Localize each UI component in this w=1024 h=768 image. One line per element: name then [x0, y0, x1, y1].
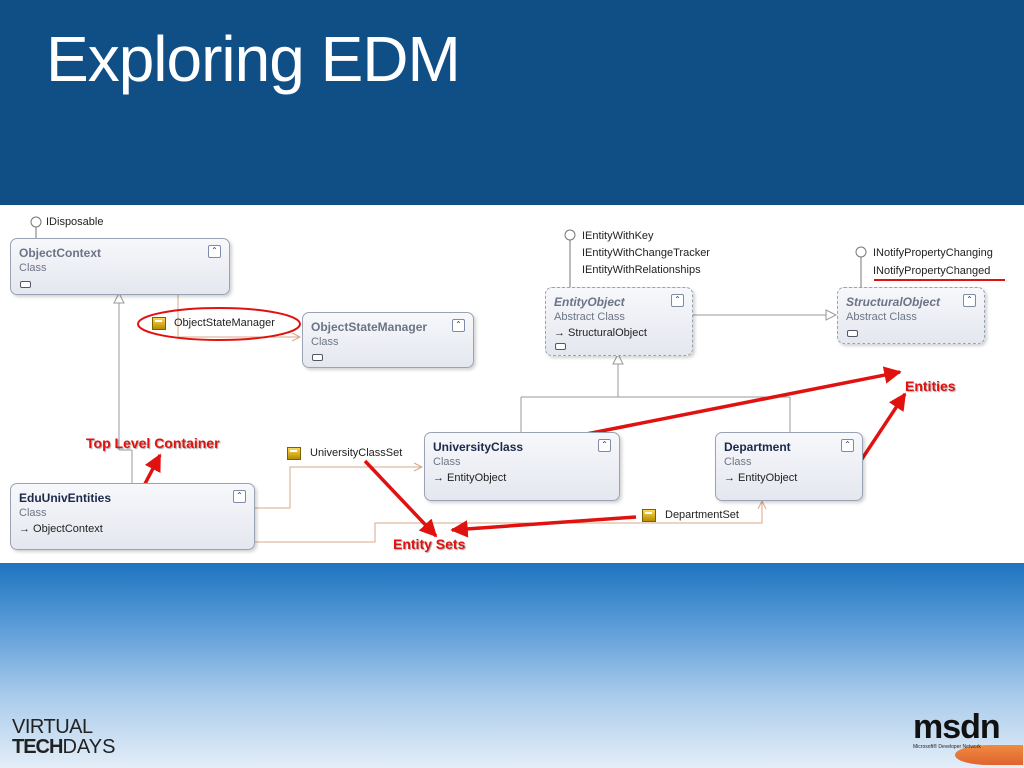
collapse-icon[interactable]: ⌃ [841, 439, 854, 452]
logo-days-text: DAYS [62, 736, 116, 758]
msdn-wordmark: msdn [913, 708, 1001, 746]
class-name: UniversityClass [433, 440, 524, 454]
idisposable-lollipop [30, 216, 42, 238]
property-icon [642, 509, 656, 522]
entity-sets-annotation: Entity Sets [393, 536, 466, 552]
department-class-box[interactable]: Department Class → EntityObject ⌃ [715, 432, 863, 501]
msdn-logo: msdn Microsoft® Developer Network [913, 708, 1001, 750]
inheritance-edu-to-context [113, 291, 133, 483]
class-name: Department [724, 440, 791, 454]
msdn-accent-shape [955, 745, 1023, 765]
class-diagram: IDisposable IEntityWithKey IEntityWithCh… [0, 205, 1024, 563]
members-icon [555, 343, 566, 350]
entityobject-class-box[interactable]: EntityObject Abstract Class → Structural… [545, 287, 693, 356]
msdn-tagline: Microsoft® Developer Network [913, 744, 981, 750]
entityobject-lollipop [564, 229, 576, 287]
top-level-container-annotation: Top Level Container [86, 435, 220, 451]
property-icon [287, 447, 301, 460]
entities-annotation: Entities [905, 378, 956, 394]
ientitywithkey-label: IEntityWithKey [582, 230, 654, 242]
structuralobject-class-box[interactable]: StructuralObject Abstract Class ⌃ [837, 287, 985, 344]
association-departmentset [255, 499, 767, 543]
objectstatemanager-class-box[interactable]: ObjectStateManager Class ⌃ [302, 312, 474, 368]
members-icon [312, 354, 323, 361]
class-name: ObjectStateManager [311, 320, 428, 334]
footer-band [0, 563, 1024, 768]
idisposable-label: IDisposable [46, 216, 104, 228]
logo-virtual-text: VIRTUAL [12, 716, 93, 738]
class-stereotype: Class [311, 336, 339, 348]
inheritance-entityobject-to-structural [691, 309, 838, 321]
class-stereotype: Class [724, 456, 752, 468]
association-universityclassset [255, 462, 424, 509]
ientitywithchangetracker-label: IEntityWithChangeTracker [582, 247, 710, 259]
property-icon [152, 317, 166, 330]
class-base: → EntityObject [724, 472, 798, 484]
structuralobject-lollipop [855, 246, 867, 287]
collapse-icon[interactable]: ⌃ [963, 294, 976, 307]
universityclass-class-box[interactable]: UniversityClass Class → EntityObject ⌃ [424, 432, 620, 501]
class-stereotype: Abstract Class [846, 311, 917, 323]
inheritance-entities-to-entityobject [520, 352, 791, 432]
objectcontext-class-box[interactable]: ObjectContext Class ⌃ [10, 238, 230, 295]
collapse-icon[interactable]: ⌃ [233, 490, 246, 503]
class-base: → ObjectContext [19, 523, 103, 535]
departmentset-property[interactable]: DepartmentSet [665, 509, 739, 521]
class-stereotype: Class [19, 262, 47, 274]
members-icon [847, 330, 858, 337]
diagram-connectors [30, 216, 1005, 543]
collapse-icon[interactable]: ⌃ [208, 245, 221, 258]
title-band [0, 0, 1024, 205]
class-base: → EntityObject [433, 472, 507, 484]
inotifypropertychanged-label: INotifyPropertyChanged [873, 265, 991, 277]
collapse-icon[interactable]: ⌃ [671, 294, 684, 307]
collapse-icon[interactable]: ⌃ [598, 439, 611, 452]
class-stereotype: Class [433, 456, 461, 468]
ientitywithrelationships-label: IEntityWithRelationships [582, 264, 701, 276]
slide-title: Exploring EDM [46, 23, 461, 95]
class-base: → StructuralObject [554, 327, 647, 339]
class-stereotype: Abstract Class [554, 311, 625, 323]
universityclassset-property[interactable]: UniversityClassSet [310, 447, 403, 459]
collapse-icon[interactable]: ⌃ [452, 319, 465, 332]
class-stereotype: Class [19, 507, 47, 519]
members-icon [20, 281, 31, 288]
eduuniventities-class-box[interactable]: EduUnivEntities Class → ObjectContext ⌃ [10, 483, 255, 550]
objectstatemanager-property[interactable]: ObjectStateManager [174, 317, 275, 329]
class-name: StructuralObject [846, 295, 941, 309]
objectstatemanager-highlight [137, 307, 301, 341]
logo-tech-text: TECH [12, 736, 63, 758]
class-name: EduUnivEntities [19, 491, 112, 505]
class-name: ObjectContext [19, 246, 102, 260]
virtual-techdays-logo: VIRTUAL TECHDAYS [12, 716, 116, 758]
class-name: EntityObject [554, 295, 625, 309]
inotifypropertychanging-label: INotifyPropertyChanging [873, 247, 993, 259]
